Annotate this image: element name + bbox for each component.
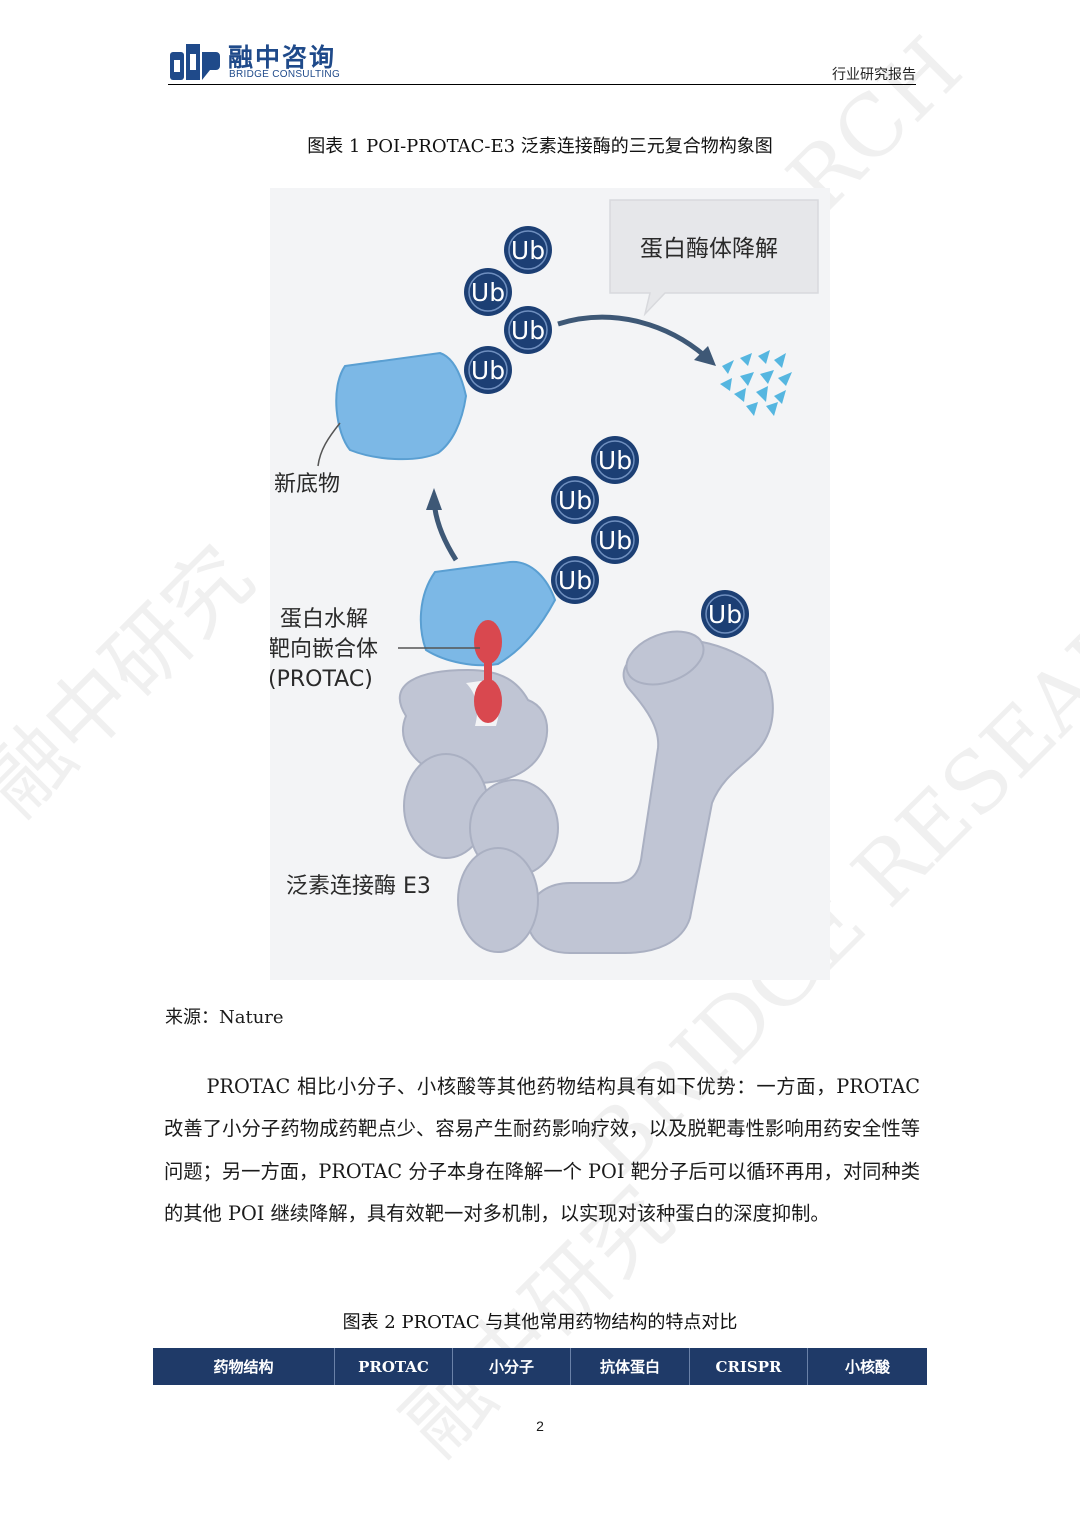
table-header-cell: CRISPR	[690, 1348, 808, 1385]
ubiquitin-label: Ub	[511, 236, 545, 265]
ubiquitin-label: Ub	[558, 486, 592, 515]
table-header-cell: 抗体蛋白	[571, 1348, 690, 1385]
page-header: 融中咨询 BRIDGE CONSULTING 行业研究报告	[168, 38, 916, 86]
ubiquitin-label: Ub	[471, 278, 505, 307]
ubiquitin-bead: Ub	[464, 346, 512, 394]
degradation-arrow-head	[694, 346, 716, 366]
ubiquitin-bead: Ub	[551, 476, 599, 524]
table-header-cell: PROTAC	[335, 1348, 453, 1385]
logo-wordmark: 融中咨询	[228, 43, 337, 72]
proteasome-degradation-label: 蛋白酶体降解	[640, 236, 778, 262]
protac-label-line1: 蛋白水解	[280, 607, 368, 632]
bridge-logo-icon	[170, 44, 220, 80]
report-type-label: 行业研究报告	[832, 67, 916, 83]
proteasome-callout	[609, 199, 819, 317]
target-protein-shape	[419, 560, 557, 667]
table-header-cell: 小核酸	[844, 1358, 890, 1376]
figure-source: 来源：Nature	[165, 1007, 284, 1028]
ubiquitin-bead: Ub	[464, 268, 512, 316]
protac-label-line2: 靶向嵌合体	[270, 637, 378, 662]
protac-molecule	[474, 620, 502, 723]
figure-1-caption: 图表 1 POI-PROTAC-E3 泛素连接酶的三元复合物构象图	[307, 136, 773, 157]
ubiquitin-label: Ub	[598, 446, 632, 475]
degraded-fragments	[720, 350, 792, 416]
ubiquitin-label: Ub	[708, 600, 742, 629]
body-paragraph: PROTAC 相比小分子、小核酸等其他药物结构具有如下优势：一方面，PROTAC…	[164, 1075, 920, 1225]
ubiquitin-label: Ub	[598, 526, 632, 555]
table-2-caption: 图表 2 PROTAC 与其他常用药物结构的特点对比	[342, 1312, 738, 1333]
table-header-cell: 小分子	[453, 1348, 571, 1385]
protac-label-line3: (PROTAC)	[270, 667, 373, 692]
neo-substrate-shape	[335, 351, 468, 461]
watermark-text: 融中研究	[0, 527, 272, 834]
neo-substrate-label: 新底物	[274, 472, 340, 497]
ubiquitin-bead: Ub	[591, 436, 639, 484]
header-divider	[168, 84, 916, 85]
page-number: 2	[536, 1418, 544, 1434]
ubiquitin-bead: Ub	[701, 590, 749, 638]
logo-subtitle: BRIDGE CONSULTING	[229, 69, 341, 80]
ubiquitin-label: Ub	[558, 566, 592, 595]
ubiquitin-bead: Ub	[591, 516, 639, 564]
recycle-arrow-head	[426, 488, 442, 510]
ubiquitin-bead: Ub	[504, 306, 552, 354]
comparison-table-header: 药物结构 PROTAC 小分子 抗体蛋白 CRISPR 小核酸	[153, 1348, 927, 1385]
ubiquitin-bead: Ub	[504, 226, 552, 274]
table-header-cell: 药物结构	[153, 1348, 335, 1385]
ubiquitin-label: Ub	[511, 316, 545, 345]
e3-ligase-label: 泛素连接酶 E3	[286, 874, 431, 899]
ubiquitin-bead: Ub	[551, 556, 599, 604]
ubiquitin-label: Ub	[471, 356, 505, 385]
